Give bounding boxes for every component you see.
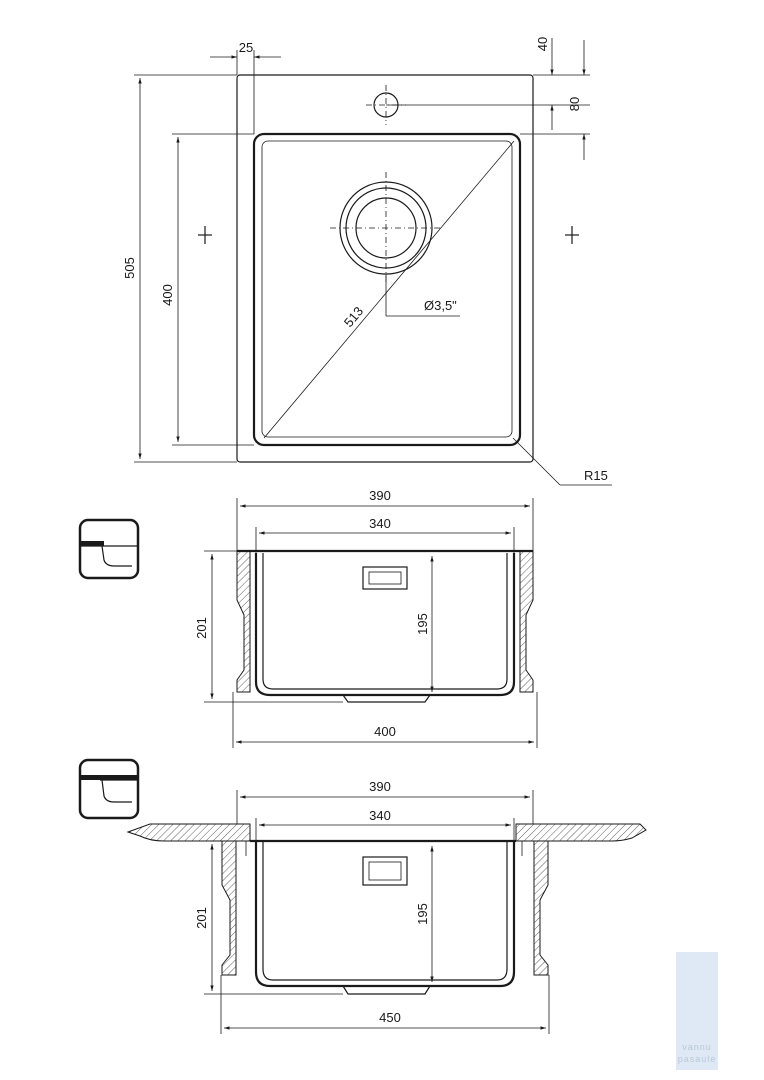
bowl-outline: [252, 132, 522, 447]
top-view: 513 Ø3,5" 505 400 25 40 8: [122, 37, 612, 486]
dim-depth-195: 195: [415, 613, 430, 635]
outer-frame: [236, 74, 534, 463]
inset-icon: [78, 758, 140, 820]
dim-top-40: 40: [535, 37, 550, 51]
dim-top-390: 390: [369, 779, 391, 794]
dim-top-80: 80: [567, 97, 582, 111]
watermark: vannu pasaule: [676, 952, 718, 1070]
dim-top-390: 390: [369, 488, 391, 503]
drain-label: Ø3,5": [424, 298, 457, 313]
dim-outer-height: 505: [122, 257, 137, 279]
diagonal-line: [263, 140, 515, 439]
dim-bottom-450: 450: [379, 1010, 401, 1025]
watermark-line1: vannu: [682, 1042, 712, 1052]
dim-height-201: 201: [194, 617, 209, 639]
overflow-icon: [362, 566, 408, 590]
dim-offset-25: 25: [239, 40, 253, 55]
watermark-line2: pasaule: [678, 1054, 717, 1064]
section-inset: 390 340 201 195 450: [78, 758, 647, 1034]
bowl-inner: [261, 140, 513, 438]
dim-bowl-340: 340: [369, 808, 391, 823]
section-undermount: 390 340 201 195 400: [78, 488, 538, 748]
dim-bowl-height: 400: [160, 284, 175, 306]
watermark-bar: [676, 952, 718, 1070]
radius-label: R15: [584, 468, 608, 483]
drain-icon: [330, 172, 442, 284]
dim-height-201: 201: [194, 907, 209, 929]
dim-depth-195: 195: [415, 903, 430, 925]
undermount-icon: [78, 518, 140, 580]
dim-diagonal: 513: [341, 304, 366, 330]
overflow-icon: [362, 856, 408, 886]
dim-bowl-340: 340: [369, 516, 391, 531]
dim-bottom-400: 400: [374, 724, 396, 739]
